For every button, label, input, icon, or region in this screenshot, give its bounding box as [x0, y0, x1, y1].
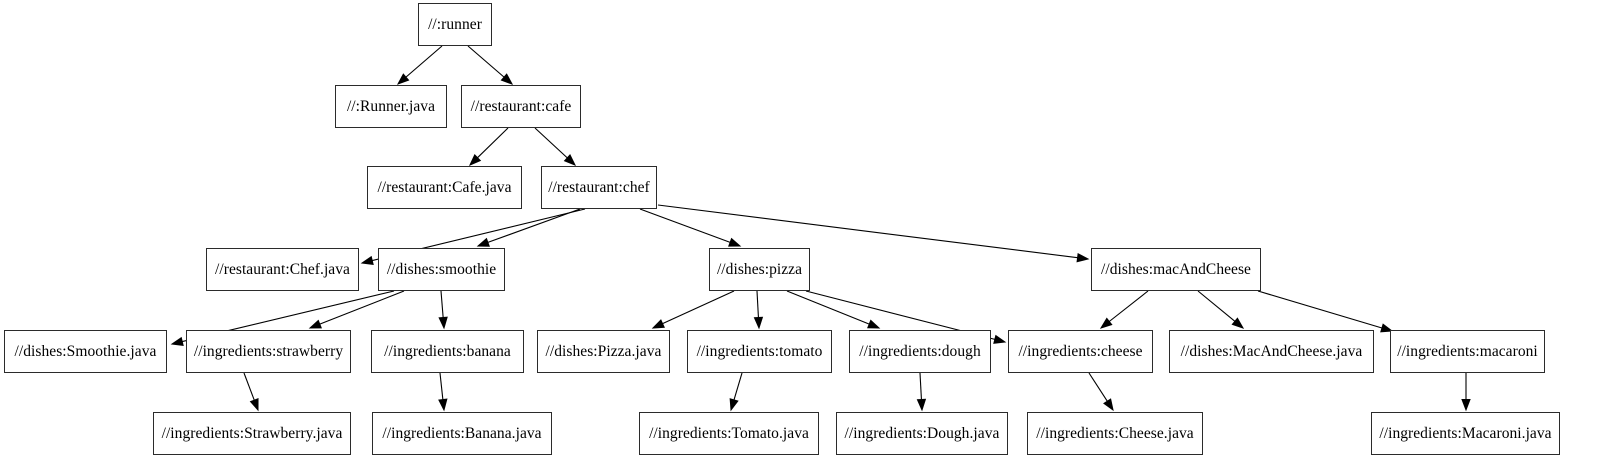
graph-edge-dishes_macandcheese-to-dishes_mac_java	[1197, 290, 1236, 322]
graph-node-restaurant_chef_java[interactable]: //restaurant:Chef.java	[206, 248, 359, 291]
graph-node-ing_tomato_java[interactable]: //ingredients:Tomato.java	[639, 412, 819, 455]
graph-arrowhead-ing_cheese-to-ing_cheese_java	[1103, 398, 1114, 412]
graph-arrowhead-runner-to-restaurant_cafe	[500, 73, 514, 85]
graph-node-ing_banana_java[interactable]: //ingredients:Banana.java	[372, 412, 552, 455]
graph-edge-dishes_smoothie-to-ing_strawberry	[319, 290, 405, 325]
graph-node-label: //ingredients:Dough.java	[844, 424, 1000, 442]
graph-node-label: //ingredients:macaroni	[1397, 342, 1538, 360]
graph-node-label: //ingredients:Cheese.java	[1036, 424, 1194, 442]
graph-node-label: //dishes:smoothie	[386, 260, 497, 278]
graph-arrowhead-dishes_macandcheese-to-ing_cheese	[1099, 317, 1113, 329]
graph-node-dishes_macandcheese[interactable]: //dishes:macAndCheese	[1091, 248, 1261, 291]
graph-edge-dishes_pizza-to-ing_tomato	[756, 290, 759, 318]
graph-node-ing_dough_java[interactable]: //ingredients:Dough.java	[836, 412, 1008, 455]
graph-node-label: //dishes:MacAndCheese.java	[1180, 342, 1363, 360]
graph-arrowhead-restaurant_chef-to-restaurant_chef_java	[360, 255, 374, 266]
graph-arrowhead-dishes_macandcheese-to-dishes_mac_java	[1231, 317, 1245, 329]
graph-node-label: //dishes:Smoothie.java	[14, 342, 157, 360]
graph-arrowhead-restaurant_cafe-to-restaurant_chef	[563, 154, 577, 166]
graph-node-dishes_smoothie_java[interactable]: //dishes:Smoothie.java	[4, 330, 167, 373]
graph-node-label: //ingredients:banana	[384, 342, 511, 360]
graph-arrowhead-ing_macaroni-to-ing_macaroni_java	[1461, 399, 1471, 412]
graph-arrowhead-dishes_pizza-to-dishes_pizza_java	[651, 319, 665, 329]
graph-arrowhead-dishes_smoothie-to-dishes_smoothie_java	[170, 336, 184, 347]
graph-node-dishes_pizza_java[interactable]: //dishes:Pizza.java	[537, 330, 670, 373]
graph-node-label: //dishes:macAndCheese	[1101, 260, 1251, 278]
graph-edge-runner-to-runner_java	[405, 45, 443, 78]
graph-node-label: //:Runner.java	[346, 97, 436, 115]
graph-arrowhead-restaurant_chef-to-dishes_smoothie	[476, 237, 490, 247]
graph-edge-ing_dough-to-ing_dough_java	[919, 372, 922, 400]
graph-node-ing_banana[interactable]: //ingredients:banana	[371, 330, 524, 373]
graph-arrowhead-ing_tomato-to-ing_tomato_java	[729, 398, 739, 412]
graph-node-ing_macaroni_java[interactable]: //ingredients:Macaroni.java	[1371, 412, 1560, 455]
graph-arrowhead-ing_banana-to-ing_banana_java	[438, 398, 448, 412]
graph-arrowhead-dishes_pizza-to-ing_dough	[867, 319, 881, 329]
graph-node-label: //ingredients:strawberry	[193, 342, 344, 360]
graph-arrowhead-dishes_pizza-to-ing_tomato	[753, 316, 764, 330]
graph-edge-ing_banana-to-ing_banana_java	[439, 372, 444, 400]
graph-node-ing_strawberry[interactable]: //ingredients:strawberry	[186, 330, 351, 373]
graph-edge-restaurant_cafe-to-restaurant_chef	[534, 127, 568, 159]
graph-node-label: //ingredients:dough	[859, 342, 981, 360]
graph-arrowhead-dishes_pizza-to-ing_cheese	[993, 334, 1007, 344]
graph-node-ing_macaroni[interactable]: //ingredients:macaroni	[1390, 330, 1545, 373]
graph-node-runner_java[interactable]: //:Runner.java	[335, 85, 447, 128]
graph-edge-dishes_smoothie-to-ing_banana	[440, 290, 444, 318]
graph-edge-ing_tomato-to-ing_tomato_java	[733, 372, 743, 401]
graph-node-label: //dishes:pizza	[716, 260, 803, 278]
graph-edge-restaurant_chef-to-dishes_smoothie	[487, 208, 581, 243]
graph-node-ing_strawberry_java[interactable]: //ingredients:Strawberry.java	[153, 412, 351, 455]
graph-node-dishes_mac_java[interactable]: //dishes:MacAndCheese.java	[1169, 330, 1374, 373]
graph-node-label: //:runner	[428, 15, 482, 33]
graph-edge-dishes_macandcheese-to-ing_macaroni	[1257, 290, 1383, 329]
graph-edge-restaurant_cafe-to-restaurant_cafe_java	[477, 127, 509, 159]
graph-edge-dishes_pizza-to-dishes_pizza_java	[662, 290, 735, 325]
graph-node-ing_tomato[interactable]: //ingredients:tomato	[687, 330, 832, 373]
graph-node-label: //ingredients:Banana.java	[382, 424, 542, 442]
graph-node-label: //restaurant:cafe	[470, 97, 572, 115]
graph-edge-runner-to-restaurant_cafe	[467, 45, 505, 78]
graph-node-label: //ingredients:Strawberry.java	[161, 424, 343, 442]
graph-node-restaurant_cafe_java[interactable]: //restaurant:Cafe.java	[367, 166, 522, 209]
graph-node-label: //restaurant:Cafe.java	[377, 178, 512, 196]
graph-node-ing_dough[interactable]: //ingredients:dough	[849, 330, 991, 373]
graph-edge-restaurant_chef-to-dishes_pizza	[639, 208, 731, 243]
graph-edge-ing_cheese-to-ing_cheese_java	[1088, 372, 1108, 402]
graph-node-ing_cheese[interactable]: //ingredients:cheese	[1008, 330, 1153, 373]
graph-node-label: //ingredients:Tomato.java	[649, 424, 809, 442]
graph-arrowhead-runner-to-runner_java	[396, 73, 410, 85]
graph-arrowhead-ing_dough-to-ing_dough_java	[916, 398, 927, 412]
graph-node-runner[interactable]: //:runner	[418, 3, 492, 46]
graph-arrowhead-dishes_smoothie-to-ing_banana	[438, 316, 448, 330]
graph-arrowhead-restaurant_cafe-to-restaurant_cafe_java	[468, 153, 482, 166]
graph-node-ing_cheese_java[interactable]: //ingredients:Cheese.java	[1027, 412, 1203, 455]
graph-arrowhead-restaurant_chef-to-dishes_macandcheese	[1076, 252, 1090, 263]
graph-node-label: //restaurant:Chef.java	[215, 260, 350, 278]
graph-node-label: //restaurant:chef	[548, 178, 650, 196]
graph-node-restaurant_cafe[interactable]: //restaurant:cafe	[461, 85, 581, 128]
graph-node-dishes_pizza[interactable]: //dishes:pizza	[709, 248, 810, 291]
graph-node-label: //ingredients:Macaroni.java	[1379, 424, 1552, 442]
graph-edge-dishes_pizza-to-ing_dough	[786, 290, 870, 325]
graph-node-label: //ingredients:cheese	[1018, 342, 1143, 360]
graph-node-dishes_smoothie[interactable]: //dishes:smoothie	[378, 248, 505, 291]
graph-arrowhead-restaurant_chef-to-dishes_pizza	[728, 237, 742, 247]
graph-arrowhead-dishes_smoothie-to-ing_strawberry	[308, 319, 322, 329]
graph-node-label: //dishes:Pizza.java	[545, 342, 662, 360]
graph-edge-dishes_macandcheese-to-ing_cheese	[1108, 290, 1149, 322]
graph-edge-ing_strawberry-to-ing_strawberry_java	[243, 372, 255, 401]
graph-arrowhead-ing_strawberry-to-ing_strawberry_java	[249, 398, 259, 412]
graph-node-restaurant_chef[interactable]: //restaurant:chef	[541, 166, 657, 209]
graph-node-label: //ingredients:tomato	[696, 342, 823, 360]
